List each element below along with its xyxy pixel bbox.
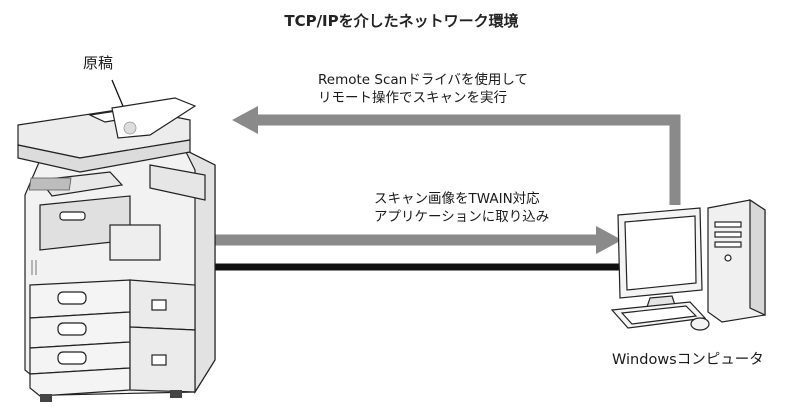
- twain-label-line2: アプリケーションに取り込み: [374, 209, 550, 225]
- original-label: 原稿: [83, 54, 114, 72]
- remote-scan-label-line2: リモート操作でスキャンを実行: [318, 90, 507, 106]
- multifunction-printer-icon: [17, 97, 216, 402]
- remote-scan-label-line1: Remote Scanドライバを使用して: [318, 72, 529, 88]
- remote-scan-arrow: [232, 106, 681, 205]
- diagram-title: TCP/IPを介したネットワーク環境: [284, 12, 519, 30]
- desktop-computer-icon: [610, 198, 766, 331]
- twain-label-line1: スキャン画像をTWAIN対応: [374, 191, 540, 207]
- computer-label: Windowsコンピュータ: [612, 352, 764, 368]
